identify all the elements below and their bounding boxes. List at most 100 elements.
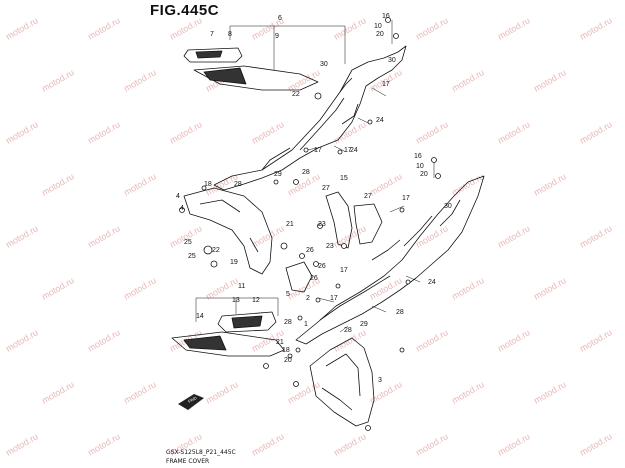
callout-24: 24 [428, 279, 436, 286]
callout-28: 28 [396, 309, 404, 316]
callout-10: 10 [416, 163, 424, 170]
watermark-text: motod.ru [332, 119, 368, 145]
watermark-text: motod.ru [414, 15, 450, 41]
callout-22: 22 [292, 91, 300, 98]
small-bracket [285, 261, 313, 293]
callout-23: 23 [318, 221, 326, 228]
callout-1: 1 [304, 321, 308, 328]
watermark-text: motod.ru [4, 15, 40, 41]
figure-name: FRAME COVER [166, 458, 210, 465]
callout-6: 6 [278, 15, 282, 22]
watermark-text: motod.ru [450, 171, 486, 197]
callout-25: 25 [184, 239, 192, 246]
watermark-text: motod.ru [40, 67, 76, 93]
callout-17: 17 [382, 81, 390, 88]
callout-11: 11 [238, 283, 245, 290]
callout-3: 3 [378, 377, 382, 384]
inner-bracket-upper [183, 187, 273, 275]
callout-18: 18 [282, 347, 290, 354]
callout-9: 9 [275, 33, 279, 40]
callout-23: 23 [326, 243, 334, 250]
watermark-text: motod.ru [86, 431, 122, 457]
model-code: GSX-S125L8_P21_445C [166, 449, 236, 456]
watermark-text: motod.ru [368, 275, 404, 301]
watermark-text: motod.ru [122, 67, 158, 93]
watermark-text: motod.ru [286, 379, 322, 405]
watermark-text: motod.ru [496, 431, 532, 457]
callout-14: 14 [196, 313, 204, 320]
fastener-layer [179, 17, 441, 431]
watermark-text: motod.ru [204, 379, 240, 405]
callout-18: 18 [204, 181, 212, 188]
front-direction-arrow: FWD [178, 394, 204, 410]
callout-17: 17 [340, 267, 348, 274]
watermark-text: motod.ru [532, 379, 568, 405]
callout-28: 28 [234, 181, 242, 188]
watermark-text: motod.ru [414, 119, 450, 145]
callout-15: 15 [340, 175, 348, 182]
callout-5: 5 [286, 291, 290, 298]
watermark-text: motod.ru [332, 15, 368, 41]
watermark-text: motod.ru [578, 15, 614, 41]
callout-10: 10 [374, 23, 382, 30]
watermark-text: motod.ru [250, 119, 286, 145]
watermark-text: motod.ru [332, 431, 368, 457]
watermark-text: motod.ru [450, 275, 486, 301]
watermark-text: motod.ru [40, 275, 76, 301]
callout-29: 29 [360, 321, 368, 328]
lower-rear-panel [309, 337, 375, 427]
watermark-text: motod.ru [122, 379, 158, 405]
callout-29: 29 [274, 171, 282, 178]
watermark-text: motod.ru [578, 327, 614, 353]
watermark-text: motod.ru [4, 327, 40, 353]
watermark-text: motod.ru [4, 119, 40, 145]
watermark-text: motod.ru [86, 327, 122, 353]
callout-17: 17 [314, 147, 322, 154]
watermark-text: motod.ru [122, 275, 158, 301]
watermark-text: motod.ru [414, 431, 450, 457]
callout-4: 4 [176, 193, 180, 200]
watermark-text: motod.ru [496, 15, 532, 41]
callout-17: 17 [330, 295, 338, 302]
callout-28: 28 [284, 319, 292, 326]
callout-30: 30 [320, 61, 328, 68]
watermark-text: motod.ru [414, 327, 450, 353]
watermark-text: motod.ru [532, 67, 568, 93]
callout-26: 26 [306, 247, 314, 254]
callout-19: 19 [230, 259, 238, 266]
watermark-text: motod.ru [168, 119, 204, 145]
callout-27: 27 [364, 193, 372, 200]
watermark-text: motod.ru [332, 223, 368, 249]
watermark-text: motod.ru [496, 327, 532, 353]
watermark-text: motod.ru [368, 171, 404, 197]
callout-13: 13 [232, 297, 240, 304]
watermark-text: motod.ru [532, 171, 568, 197]
watermark-text: motod.ru [496, 223, 532, 249]
upper-decal [183, 47, 319, 91]
callout-28: 28 [344, 327, 352, 334]
watermark-text: motod.ru [40, 379, 76, 405]
callout-20: 20 [284, 357, 292, 364]
callout-25: 25 [188, 253, 196, 260]
leader-lines [195, 20, 435, 333]
watermark-text: motod.ru [250, 431, 286, 457]
callout-8: 8 [228, 31, 232, 38]
watermark-text: motod.ru [578, 431, 614, 457]
callout-26: 26 [310, 275, 318, 282]
callout-17: 17 [344, 147, 352, 154]
callout-28: 28 [302, 169, 310, 176]
watermark-text: motod.ru [532, 275, 568, 301]
lower-frame-cover [295, 175, 485, 345]
watermark-text: motod.ru [4, 223, 40, 249]
watermark-text: motod.ru [578, 223, 614, 249]
callout-7: 7 [210, 31, 214, 38]
watermark-text: motod.ru [578, 119, 614, 145]
callout-21: 21 [276, 339, 284, 346]
watermark-text: motod.ru [40, 171, 76, 197]
callout-22: 22 [212, 247, 220, 254]
watermark-text: motod.ru [122, 171, 158, 197]
callout-12: 12 [252, 297, 260, 304]
watermark-text: motod.ru [496, 119, 532, 145]
front-arrow-label: FWD [187, 395, 197, 404]
